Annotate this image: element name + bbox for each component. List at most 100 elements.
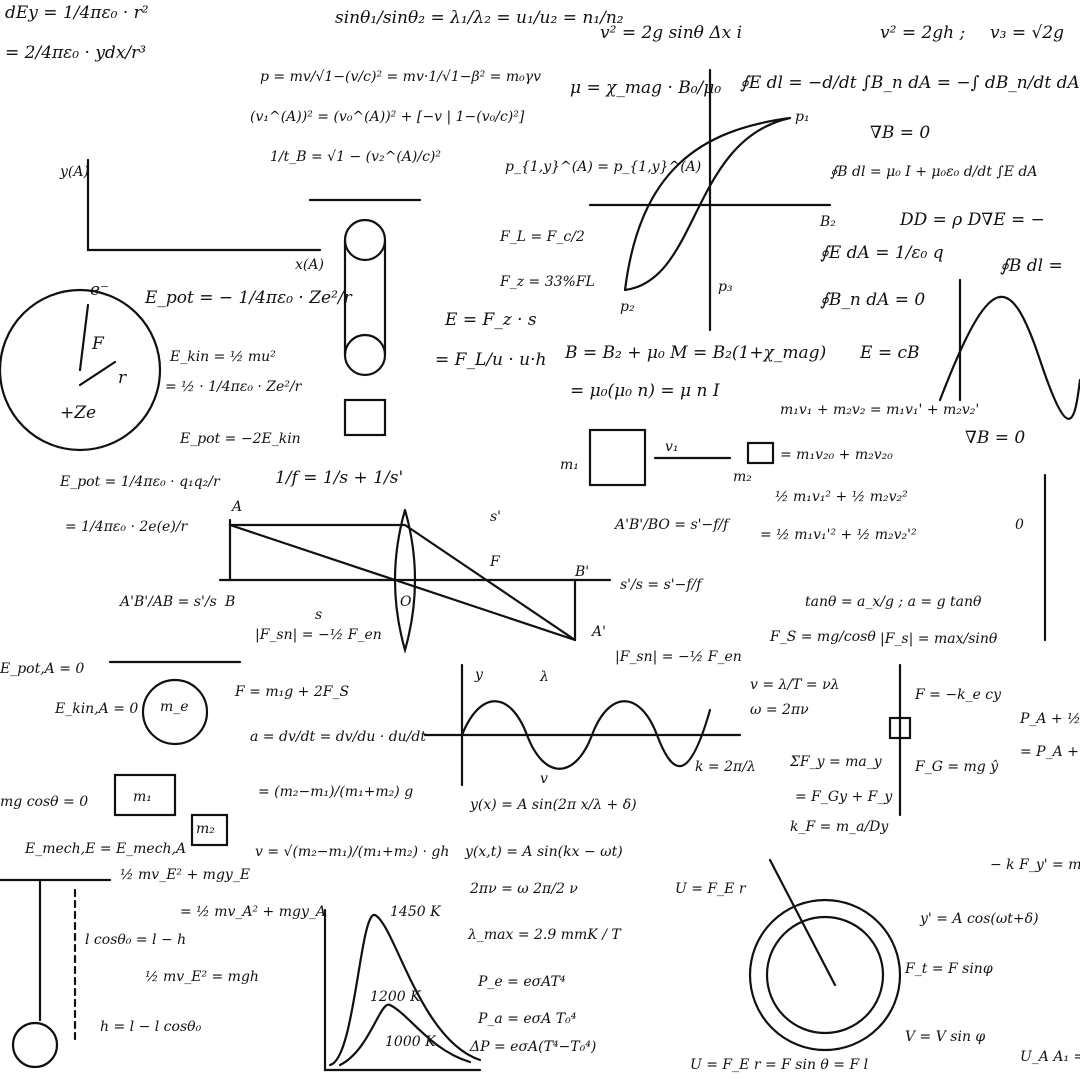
formula: = m₁v₂₀ + m₂v₂₀ xyxy=(780,447,893,463)
label: O xyxy=(400,594,412,610)
formula: = 1/4πε₀ · 2e(e)/r xyxy=(65,519,188,535)
label: r xyxy=(118,368,127,388)
radius-arrow xyxy=(78,360,117,387)
formula: ∮B dl = μ₀ I + μ₀ε₀ d/dt ∫E dA xyxy=(830,164,1038,180)
formula: P_a = eσA T₀⁴ xyxy=(478,1011,577,1027)
formula: ½ m₁v₁² + ½ m₂v₂² xyxy=(775,489,908,505)
label: B₂ xyxy=(820,214,836,230)
formula: F_t = F sinφ xyxy=(905,961,993,977)
label: 1450 K xyxy=(390,904,441,920)
formula: P_A + ½ xyxy=(1020,711,1080,727)
pulley-wheel xyxy=(141,678,209,746)
inner-ring xyxy=(765,915,885,1035)
formula: = F_L/u · u·h xyxy=(435,350,547,370)
formula: F = m₁g + 2F_S xyxy=(235,684,350,700)
label: B xyxy=(225,594,236,610)
formula: v² = 2g sinθ Δx i xyxy=(600,23,743,43)
mass-m2 xyxy=(190,813,229,847)
formula: 2πν = ω 2π/2 ν xyxy=(470,881,578,897)
formula: ∇B = 0 xyxy=(870,123,931,143)
atom-orbit-circle xyxy=(0,288,162,452)
mass-m1 xyxy=(113,773,177,817)
label: F xyxy=(92,334,104,354)
blackbody-curve-1450k xyxy=(328,913,482,1067)
spring-block xyxy=(888,716,912,740)
formula: U_A A₁ = xyxy=(1020,1049,1080,1065)
formula: ΔP = eσA(T⁴−T₀⁴) xyxy=(470,1039,597,1055)
xy-axes xyxy=(86,158,322,252)
formula: λ_max = 2.9 mmK / T xyxy=(468,927,621,943)
label: x(A) xyxy=(295,257,324,273)
label: y(A) xyxy=(60,164,89,180)
formula: ∇B = 0 xyxy=(965,428,1026,448)
formula: y(x) = A sin(2π x/λ + δ) xyxy=(470,797,637,813)
formula: = 2/4πε₀ · ydx/r³ xyxy=(5,43,147,63)
formula: = (m₂−m₁)/(m₁+m₂) g xyxy=(258,784,414,800)
label: A xyxy=(232,499,243,515)
formula: tanθ = a_x/g ; a = g tanθ xyxy=(805,594,982,610)
formula: DD = ρ D∇E = − xyxy=(900,210,1045,230)
label: p₃ xyxy=(718,279,733,295)
formula: |F_s| = max/sinθ xyxy=(880,631,998,647)
formula: v² = 2gh ; xyxy=(880,23,966,43)
hysteresis-loop xyxy=(623,116,792,292)
formula: a = dv/dt = dv/du · du/dt xyxy=(250,729,426,745)
pendulum-bob xyxy=(11,1021,59,1069)
formula: ½ mv_E² = mgh xyxy=(145,969,259,985)
formula: p = mv/√1−(v/c)² = mv·1/√1−β² = m₀γv xyxy=(260,69,542,85)
pulley-lower xyxy=(343,333,387,377)
formula: = ½ · 1/4πε₀ · Ze²/r xyxy=(165,379,302,395)
formula: |F_sn| = −½ F_en xyxy=(255,627,382,643)
formula: p_{1,y}^(A) = p_{1,y}^(A) xyxy=(505,159,702,175)
formula: F_G = mg ŷ xyxy=(915,759,999,775)
formula: E_kin = ½ mu² xyxy=(170,349,276,365)
formula: B = B₂ + μ₀ M = B₂(1+χ_mag) xyxy=(565,343,827,363)
pulley-upper xyxy=(343,218,387,262)
label: m_e xyxy=(160,699,189,715)
formula: l cosθ₀ = l − h xyxy=(85,932,187,948)
label: 1000 K xyxy=(385,1034,436,1050)
label: v₁ xyxy=(665,439,679,455)
formula: F = −k_e cy xyxy=(915,687,1002,703)
formula: E_pot = −2E_kin xyxy=(180,431,301,447)
formula: dEy = 1/4πε₀ · r² xyxy=(5,3,149,23)
label: m₁ xyxy=(133,789,152,805)
formula: F_z = 33%FL xyxy=(500,274,595,290)
formula: 1/f = 1/s + 1/s' xyxy=(275,468,404,488)
formula: |F_sn| = −½ F_en xyxy=(615,649,742,665)
sine-wave xyxy=(460,700,712,770)
formula: E_pot,A = 0 xyxy=(0,661,85,677)
formula: ∮E dl = −d/dt ∫B_n dA = −∫ dB_n/dt dA xyxy=(740,73,1080,93)
formula: ΣF_y = ma_y xyxy=(790,754,882,770)
formula: A'B'/BO = s'−f/f xyxy=(615,517,729,533)
blackbody-axes xyxy=(323,908,482,1072)
formula: E_pot = − 1/4πε₀ · Ze²/r xyxy=(145,288,352,308)
label: s xyxy=(315,607,323,623)
formula: k_F = m_a/Dy xyxy=(790,819,889,835)
formula: = ½ m₁v₁'² + ½ m₂v₂'² xyxy=(760,527,917,543)
formula: m₁v₁ + m₂v₂ = m₁v₁' + m₂v₂' xyxy=(780,402,980,418)
formula: F_S = mg/cosθ xyxy=(770,629,876,645)
label: B' xyxy=(575,564,590,580)
formula: = P_A + ½ xyxy=(1020,744,1080,760)
formula: k = 2π/λ xyxy=(695,759,756,775)
formula: v = √(m₂−m₁)/(m₁+m₂) · gh xyxy=(255,844,450,860)
lens xyxy=(393,508,417,655)
formula: ½ mv_E² + mgy_E xyxy=(120,867,251,883)
formula: = F_Gy + F_y xyxy=(795,789,893,805)
label: e⁻ xyxy=(90,280,110,300)
label: A' xyxy=(592,624,606,640)
label: F xyxy=(490,554,500,570)
formula: v = λ/T = νλ xyxy=(750,677,840,693)
label: p₁ xyxy=(795,109,810,125)
formula: P_e = eσAT⁴ xyxy=(478,974,566,990)
label: 1200 K xyxy=(370,989,421,1005)
label: p₂ xyxy=(620,299,635,315)
outer-ring xyxy=(748,898,902,1052)
formula: A'B'/AB = s'/s xyxy=(120,594,217,610)
formula: h = l − l cosθ₀ xyxy=(100,1019,202,1035)
label: 0 xyxy=(1015,517,1024,533)
formula: y' = A cos(ωt+δ) xyxy=(920,911,1039,927)
